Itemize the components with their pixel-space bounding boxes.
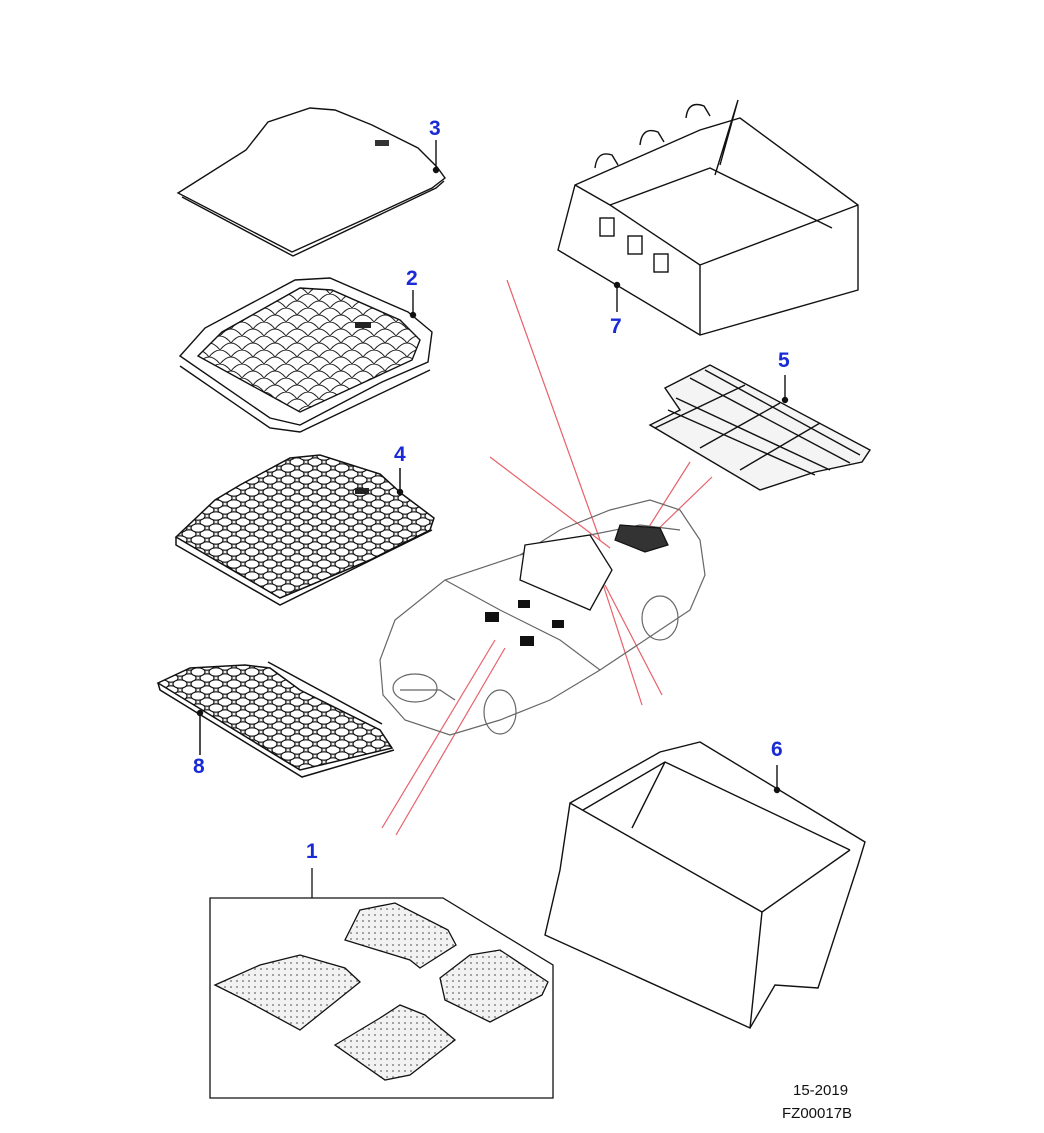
load-floor-slatted-panel bbox=[648, 364, 872, 491]
figure-id: FZ00017B bbox=[782, 1105, 853, 1122]
callout-6: 6 bbox=[771, 738, 783, 761]
date-code: 15-2019 bbox=[793, 1082, 849, 1099]
floor-mat-set bbox=[209, 868, 554, 1099]
leader-lines bbox=[381, 279, 713, 836]
rubber-mat-with-bumper-protector bbox=[156, 661, 395, 778]
load-space-organiser-box bbox=[544, 741, 866, 1029]
rubber-load-space-mat bbox=[174, 454, 435, 606]
load-space-floor-panel bbox=[176, 107, 446, 257]
load-space-liner bbox=[557, 99, 859, 336]
callout-4: 4 bbox=[394, 443, 406, 466]
callout-5: 5 bbox=[778, 349, 790, 372]
callout-7: 7 bbox=[610, 315, 622, 338]
callout-8: 8 bbox=[193, 755, 205, 778]
vehicle-outline bbox=[379, 499, 706, 736]
callout-1: 1 bbox=[306, 840, 318, 863]
callout-2: 2 bbox=[406, 267, 418, 290]
callout-3: 3 bbox=[429, 117, 441, 140]
luggage-compartment-tray bbox=[178, 277, 433, 433]
